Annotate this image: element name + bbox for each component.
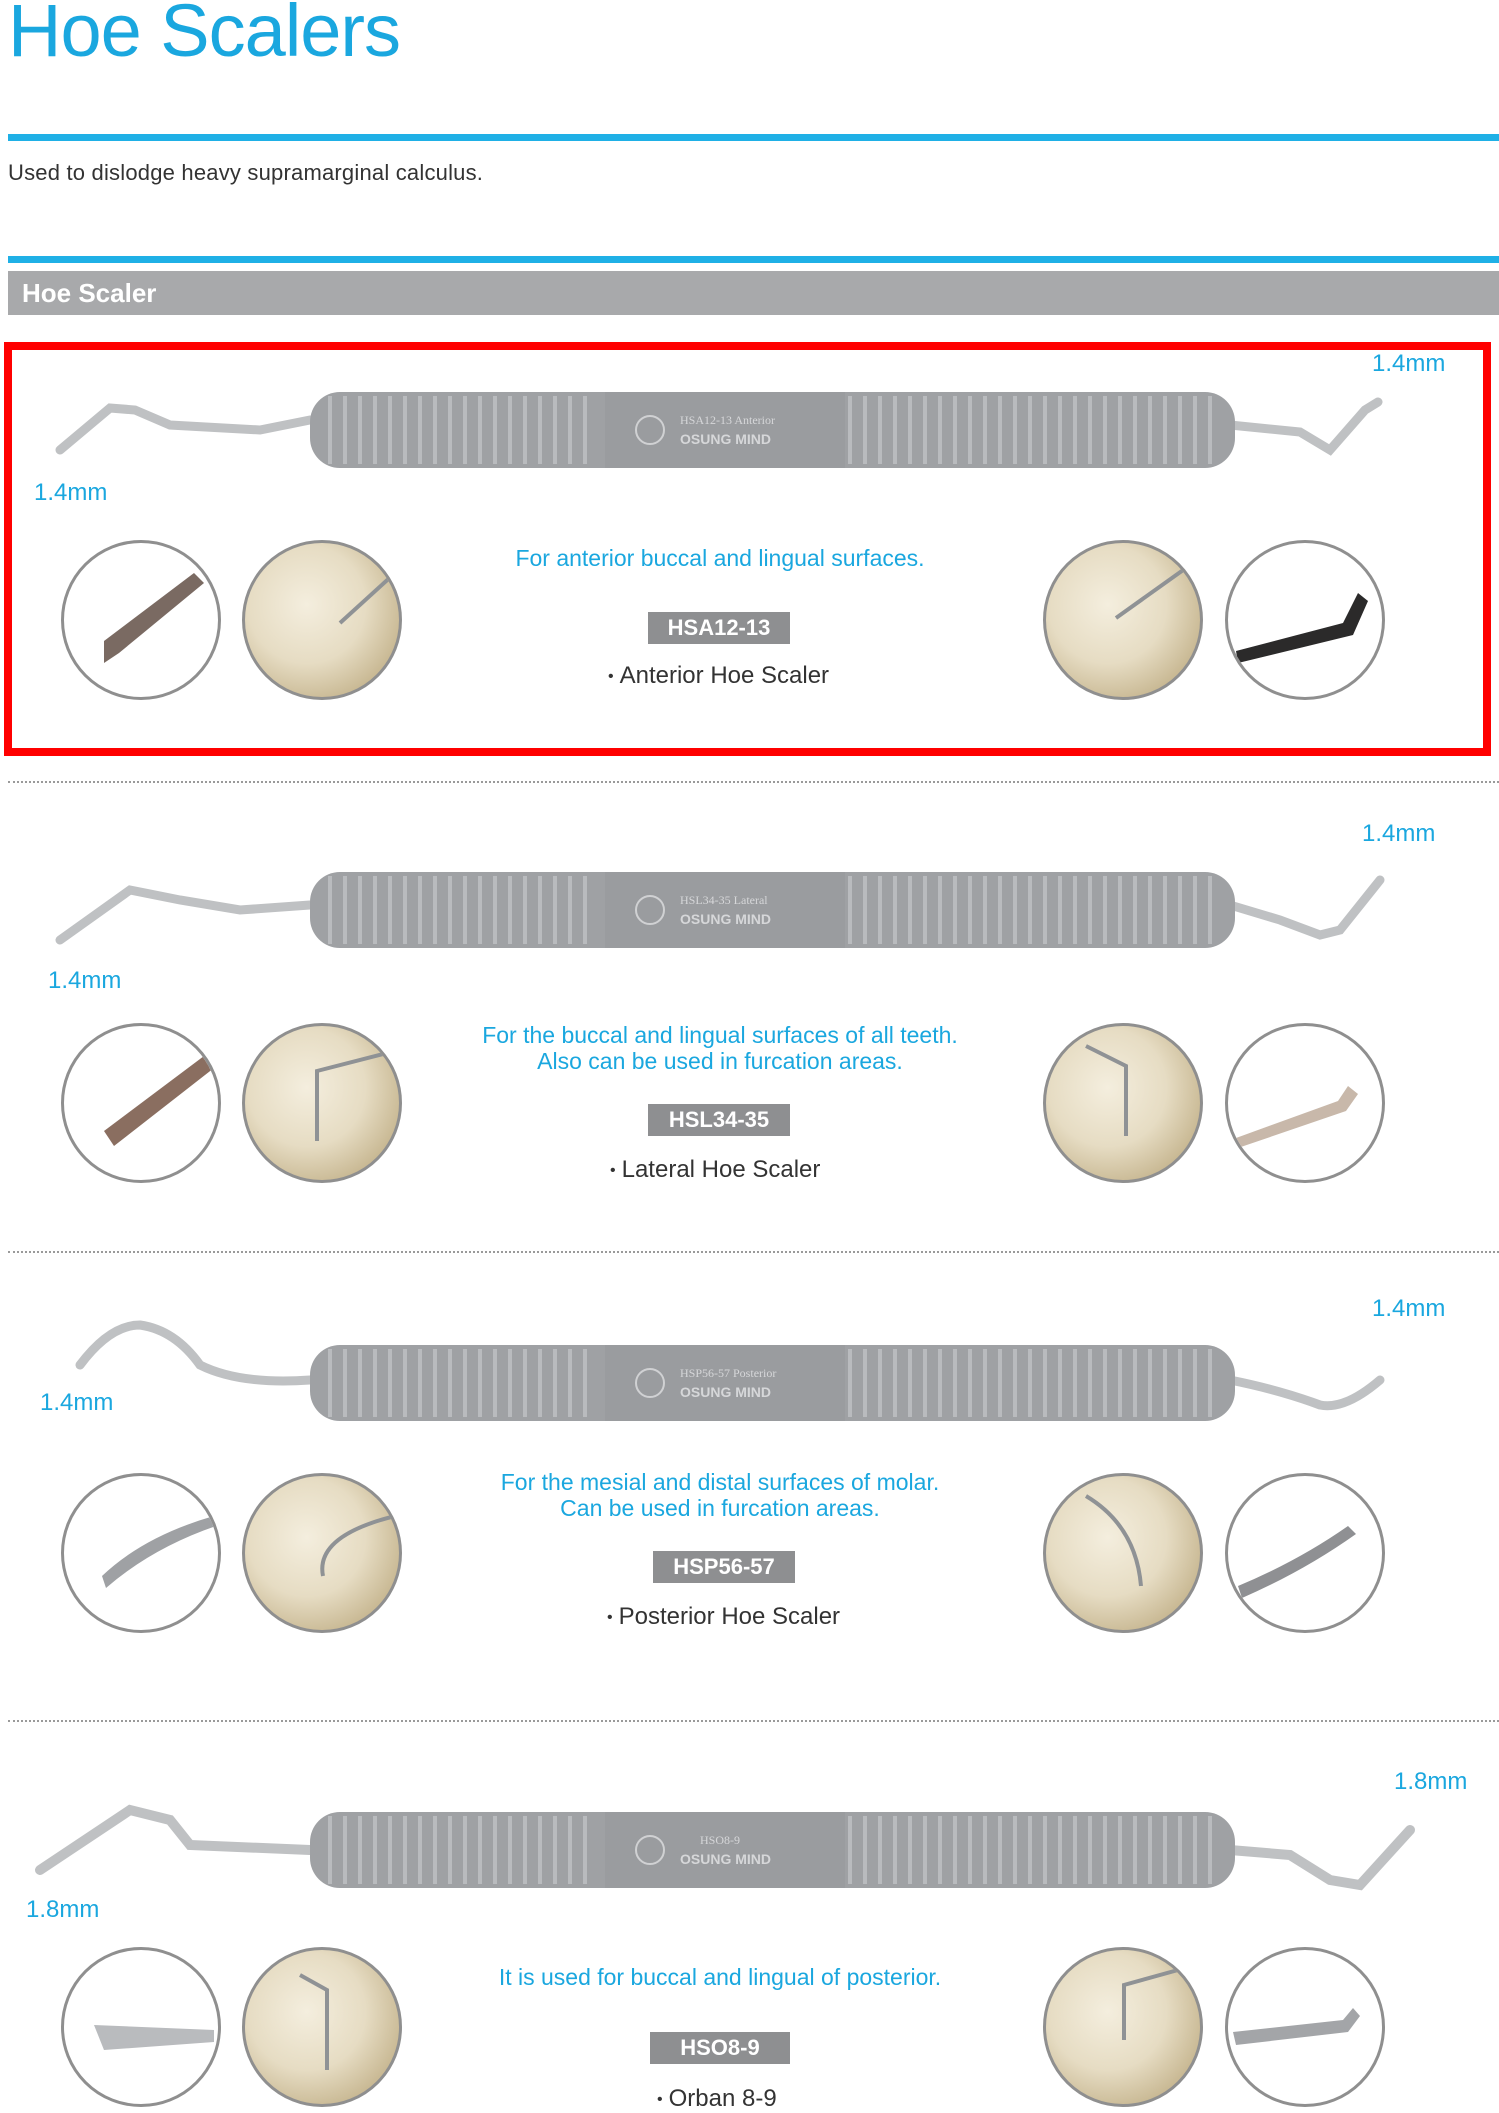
description-line: Also can be used in furcation areas. (537, 1048, 903, 1074)
handle-engraving: HSL34-35 Lateral (680, 893, 768, 907)
description-line: For anterior buccal and lingual surfaces… (515, 545, 925, 571)
left-tip-size: 1.4mm (40, 1389, 114, 1416)
left-tip-size: 1.8mm (26, 1896, 100, 1923)
product-description: For anterior buccal and lingual surfaces… (380, 545, 1060, 571)
product-name: •Lateral Hoe Scaler (610, 1156, 821, 1183)
section-header: Hoe Scaler (8, 271, 1499, 315)
teeth-usage-image (242, 1023, 402, 1183)
handle-brand: OSUNG MIND (680, 1851, 771, 1867)
page-subtitle: Used to dislodge heavy supramarginal cal… (8, 160, 484, 185)
right-tip-size: 1.4mm (1372, 350, 1446, 377)
section-rule (8, 256, 1499, 263)
right-tip-size: 1.8mm (1394, 1768, 1468, 1795)
product-code-badge: HSA12-13 (648, 612, 790, 644)
product-name: •Posterior Hoe Scaler (607, 1603, 841, 1630)
product-name: •Orban 8-9 (657, 2085, 777, 2112)
product-description: For the buccal and lingual surfaces of a… (380, 1022, 1060, 1074)
description-line: For the buccal and lingual surfaces of a… (482, 1022, 958, 1048)
teeth-usage-image (242, 540, 402, 700)
product-name-text: Lateral Hoe Scaler (621, 1156, 821, 1183)
left-tip-size: 1.4mm (34, 479, 108, 506)
hoe-scaler-instrument-image: HSP56-57 Posterior OSUNG MIND (75, 1320, 1385, 1421)
product-code-badge: HSP56-57 (653, 1551, 795, 1583)
handle-brand: OSUNG MIND (680, 911, 771, 927)
right-tip-size: 1.4mm (1362, 820, 1436, 847)
product-code-badge: HSO8-9 (650, 2032, 790, 2064)
handle-brand: OSUNG MIND (680, 1384, 771, 1400)
divider (8, 781, 1499, 783)
product-name-text: Orban 8-9 (668, 2085, 777, 2112)
description-line: For the mesial and distal surfaces of mo… (500, 1469, 940, 1495)
product-description: For the mesial and distal surfaces of mo… (380, 1469, 1060, 1521)
tip-closeup-image (1225, 1947, 1385, 2107)
right-tip-size: 1.4mm (1372, 1295, 1446, 1322)
divider (8, 1251, 1499, 1253)
teeth-usage-image (1043, 1023, 1203, 1183)
handle-brand: OSUNG MIND (680, 431, 771, 447)
handle-engraving: HSO8-9 (700, 1833, 740, 1847)
hoe-scaler-instrument-image: HSA12-13 Anterior OSUNG MIND (55, 392, 1383, 468)
tip-closeup-image (61, 1947, 221, 2107)
tip-closeup-image (1225, 1023, 1385, 1183)
left-tip-size: 1.4mm (48, 967, 122, 994)
highlight-box (4, 342, 1491, 756)
description-line: Can be used in furcation areas. (560, 1495, 880, 1521)
product-name-text: Anterior Hoe Scaler (619, 662, 830, 689)
tip-closeup-image (61, 540, 221, 700)
tip-closeup-image (1225, 1473, 1385, 1633)
teeth-usage-image (242, 1947, 402, 2107)
product-name: •Anterior Hoe Scaler (608, 662, 830, 689)
hoe-scaler-instrument-image: HSL34-35 Lateral OSUNG MIND (55, 872, 1385, 948)
teeth-usage-image (1043, 1947, 1203, 2107)
hoe-scaler-instrument-image: HSO8-9 OSUNG MIND (35, 1804, 1415, 1891)
handle-engraving: HSP56-57 Posterior (680, 1366, 776, 1380)
teeth-usage-image (242, 1473, 402, 1633)
product-code-badge: HSL34-35 (648, 1104, 790, 1136)
handle-engraving: HSA12-13 Anterior (680, 413, 775, 427)
description-line: It is used for buccal and lingual of pos… (498, 1964, 942, 1990)
product-description: It is used for buccal and lingual of pos… (380, 1964, 1060, 1990)
tip-closeup-image (61, 1473, 221, 1633)
page-title: Hoe Scalers (8, 0, 401, 72)
product-name-text: Posterior Hoe Scaler (618, 1603, 841, 1630)
tip-closeup-image (61, 1023, 221, 1183)
teeth-usage-image (1043, 540, 1203, 700)
title-rule (8, 134, 1499, 141)
divider (8, 1720, 1499, 1722)
teeth-usage-image (1043, 1473, 1203, 1633)
tip-closeup-image (1225, 540, 1385, 700)
